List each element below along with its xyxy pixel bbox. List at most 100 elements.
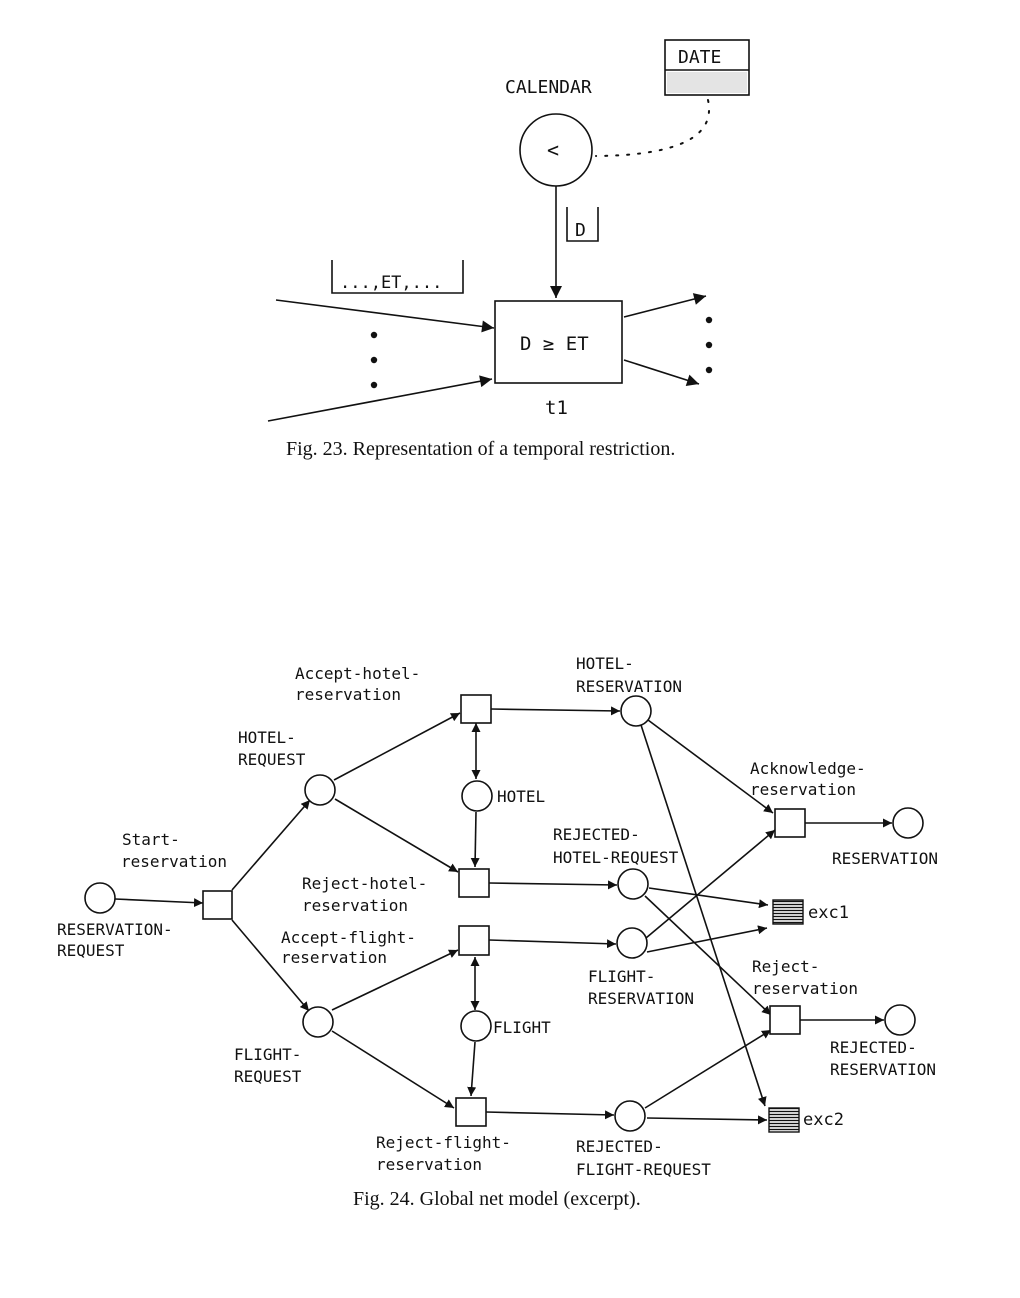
arc-rejhotelreq-exc1: [648, 887, 769, 909]
input-arc-1: [275, 299, 495, 333]
transition-name: t1: [545, 397, 568, 419]
date-token-box: DATE: [664, 39, 750, 96]
label-flight-request-2: REQUEST: [234, 1067, 302, 1086]
place-hotel-reservation: [620, 695, 652, 727]
transition-condition: D ≥ ET: [520, 333, 589, 355]
transition-reject-hotel: [458, 868, 490, 898]
transition-acknowledge-reservation: [774, 808, 806, 838]
label-start-reservation-2: reservation: [121, 852, 227, 871]
transition-reject-reservation: [769, 1005, 801, 1035]
arc-rejhotelreq-rejectres: [644, 895, 772, 1016]
place-hotel: [461, 780, 493, 812]
exc2-label: exc2: [803, 1110, 844, 1130]
arc-hotelreq-accepthotel: [333, 712, 461, 781]
place-rejected-hotel-request: [617, 868, 649, 900]
transition-accept-hotel: [460, 694, 492, 724]
arc-rejectflight-rejflightreq: [485, 1110, 615, 1120]
arc-flightreq-rejectflight: [331, 1030, 455, 1109]
transition-accept-flight: [458, 925, 490, 956]
place-rejected-flight-request: [614, 1100, 646, 1132]
arc-rejflightreq-rejectres: [644, 1029, 772, 1109]
label-accept-hotel-1: Accept-hotel-: [295, 664, 420, 683]
label-reservation-request-2: REQUEST: [57, 941, 125, 960]
label-flight-reservation-2: RESERVATION: [588, 989, 694, 1008]
label-acknowledge-1: Acknowledge-: [750, 759, 866, 778]
label-accept-flight-2: reservation: [281, 948, 387, 967]
arc-start-flightreq: [231, 919, 310, 1012]
label-reject-hotel-2: reservation: [302, 896, 408, 915]
calendar-symbol: <: [547, 138, 559, 162]
arc-hotelres-exc2: [640, 724, 767, 1107]
place-flight: [460, 1010, 492, 1042]
arc-flightres-ack: [645, 829, 776, 939]
exc1-label: exc1: [808, 903, 849, 923]
label-reject-reservation-2: reservation: [752, 979, 858, 998]
label-hotel-reservation-1: HOTEL-: [576, 654, 634, 673]
arc-hotelreq-rejecthotel: [334, 798, 459, 873]
arc-acceptflight-flightres: [488, 939, 617, 949]
fig23-temporal-restriction: CALENDAR < DATE D ...,ET,... D ≥ ET t1: [267, 39, 750, 460]
label-flight-reservation-1: FLIGHT-: [588, 967, 655, 986]
fig24-global-net-model: exc1 exc2 Start- reservation RESERVATION…: [57, 654, 938, 1210]
arc-flightres-exc1: [646, 925, 768, 953]
label-reject-reservation-1: Reject-: [752, 957, 819, 976]
arc-hotelres-ack: [647, 719, 774, 814]
arc-hotel-rejecthotel: [470, 811, 480, 868]
arc-flight-rejectflight: [467, 1041, 477, 1097]
arc-start-hotelreq: [231, 799, 311, 891]
net-transitions: [202, 694, 806, 1127]
label-accept-hotel-2: reservation: [295, 685, 401, 704]
label-rejected-hotel-request-2: HOTEL-REQUEST: [553, 848, 679, 867]
output-ellipsis-dots: [705, 316, 713, 374]
place-rejected-reservation: [884, 1004, 916, 1036]
label-rejected-flight-request-2: FLIGHT-REQUEST: [576, 1160, 711, 1179]
place-reservation: [892, 807, 924, 839]
label-hotel-reservation-2: RESERVATION: [576, 677, 682, 696]
fig23-caption: Fig. 23. Representation of a temporal re…: [286, 438, 675, 460]
place-hotel-request: [304, 774, 336, 806]
d-annotation: D: [566, 207, 599, 242]
arc-resreq-start: [114, 898, 204, 908]
input-arc-2: [267, 375, 493, 422]
label-flight-request-1: FLIGHT-: [234, 1045, 301, 1064]
date-dotted-link: [595, 99, 711, 157]
label-rejected-reservation-2: RESERVATION: [830, 1060, 936, 1079]
date-label: DATE: [678, 47, 721, 68]
label-reject-hotel-1: Reject-hotel-: [302, 874, 427, 893]
label-hotel-request-2: REQUEST: [238, 750, 306, 769]
label-rejected-hotel-request-1: REJECTED-: [553, 825, 640, 844]
label-rejected-flight-request-1: REJECTED-: [576, 1137, 663, 1156]
output-arc-1: [623, 293, 707, 318]
fig24-caption: Fig. 24. Global net model (excerpt).: [353, 1188, 641, 1210]
label-hotel: HOTEL: [497, 787, 545, 806]
label-start-reservation-1: Start-: [122, 830, 180, 849]
net-arcs: [114, 706, 892, 1125]
transition-start-reservation: [202, 890, 233, 920]
label-reject-flight-1: Reject-flight-: [376, 1133, 511, 1152]
label-reject-flight-2: reservation: [376, 1155, 482, 1174]
place-flight-reservation: [616, 927, 648, 959]
transition-reject-flight: [455, 1097, 487, 1127]
net-places: [84, 695, 924, 1132]
et-label: ...,ET,...: [340, 273, 442, 293]
arc-rejecthotel-rejhotelreq: [488, 880, 618, 890]
output-arc-2: [623, 359, 700, 387]
exc2-box: [768, 1107, 800, 1133]
arc-flightreq-acceptflight: [331, 949, 459, 1011]
arc-accepthotel-hotelres: [490, 706, 621, 716]
net-labels: Start- reservation RESERVATION- REQUEST …: [57, 654, 938, 1179]
arc-rejflightreq-exc2: [646, 1115, 768, 1125]
label-reservation-request-1: RESERVATION-: [57, 920, 173, 939]
label-hotel-request-1: HOTEL-: [238, 728, 296, 747]
place-reservation-request: [84, 882, 116, 914]
label-rejected-reservation-1: REJECTED-: [830, 1038, 917, 1057]
label-reservation: RESERVATION: [832, 849, 938, 868]
d-label: D: [575, 220, 586, 241]
exception-boxes: exc1 exc2: [768, 899, 849, 1133]
label-flight: FLIGHT: [493, 1018, 551, 1037]
label-accept-flight-1: Accept-flight-: [281, 928, 416, 947]
calendar-label: CALENDAR: [505, 77, 592, 98]
input-ellipsis-dots: [370, 331, 378, 389]
label-acknowledge-2: reservation: [750, 780, 856, 799]
